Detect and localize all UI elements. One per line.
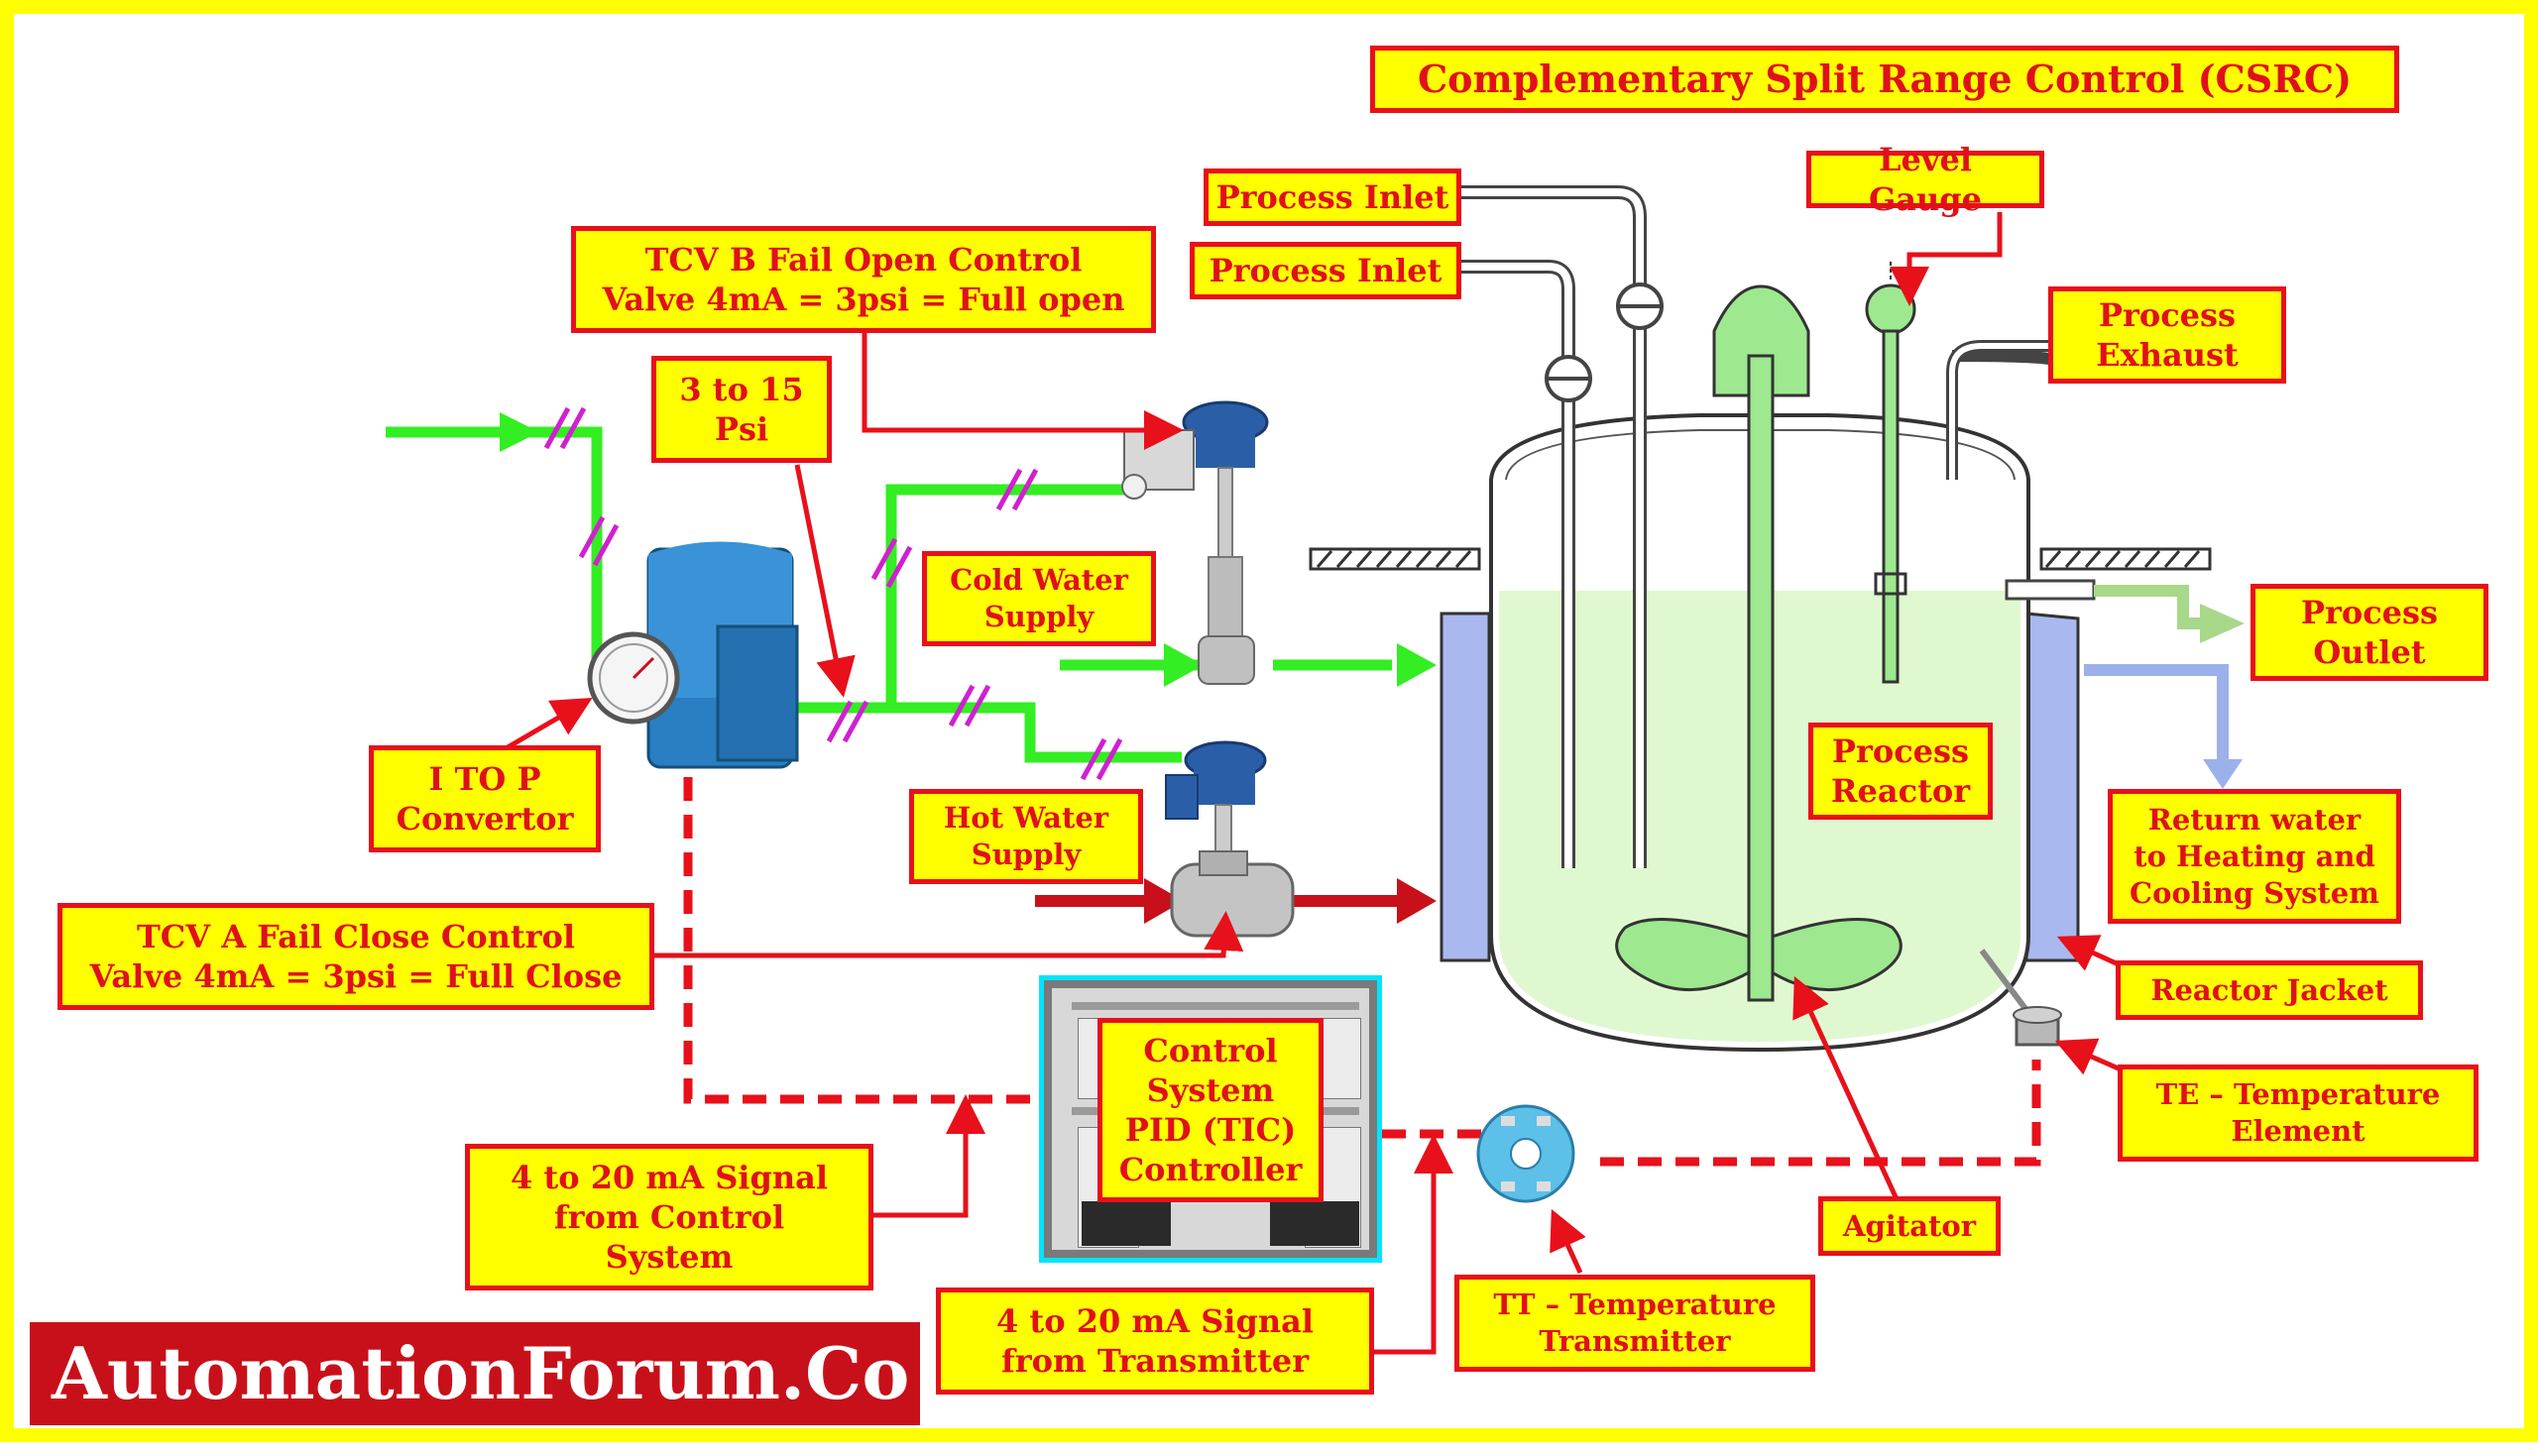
level-gauge-stem: [1882, 329, 1900, 684]
label-reactor-jacket: Reactor Jacket: [2116, 960, 2423, 1020]
agitator-motor: [1712, 284, 1810, 397]
label-signal-from-transmitter: 4 to 20 mA Signal from Transmitter: [936, 1288, 1374, 1395]
floor-hatch-right: [2039, 547, 2212, 571]
brand-watermark: AutomationForum.Co: [30, 1322, 920, 1425]
process-inlet-pipe-1-inner: [1461, 188, 1644, 868]
label-temperature-transmitter: TT – Temperature Transmitter: [1454, 1275, 1815, 1372]
label-agitator: Agitator: [1818, 1196, 2001, 1256]
process-inlet-pipe-2-inner: [1461, 263, 1572, 868]
label-tcv-b: TCV B Fail Open Control Valve 4mA = 3psi…: [571, 226, 1156, 333]
label-process-exhaust: Process Exhaust: [2048, 286, 2286, 384]
label-signal-from-control-system: 4 to 20 mA Signal from Control System: [465, 1144, 873, 1290]
i-to-p-converter-body: [587, 541, 799, 769]
cold-water-in-arrow: [1164, 643, 1204, 687]
temperature-transmitter: [1476, 1104, 1575, 1203]
process-outlet-nozzle: [2005, 579, 2096, 601]
leader-lines: [506, 212, 2123, 1355]
process-outlet-pipe: [2094, 585, 2200, 629]
tcv-a-valve: [1165, 740, 1295, 938]
floor-hatch-left: [1309, 547, 1481, 571]
label-hot-water-supply: Hot Water Supply: [909, 789, 1143, 884]
process-diagram: [386, 185, 2245, 1355]
te-probe: [1979, 949, 2029, 1012]
label-control-system: Control System PID (TIC) Controller: [1097, 1018, 1324, 1202]
control-system-panel: Control System PID (TIC) Controller: [1039, 975, 1382, 1263]
label-process-inlet-2: Process Inlet: [1190, 242, 1461, 299]
label-return-water: Return water to Heating and Cooling Syst…: [2108, 789, 2401, 924]
reactor-jacket: [1440, 612, 1491, 962]
air-supply-arrow: [500, 412, 539, 452]
pneumatic-signal-ticks: [543, 406, 1123, 781]
label-process-outlet: Process Outlet: [2250, 584, 2488, 681]
label-process-inlet-1: Process Inlet: [1204, 168, 1461, 226]
label-level-gauge: Level Gauge: [1806, 141, 2044, 218]
label-psi-range: 3 to 15 Psi: [651, 356, 832, 463]
cold-water-out-arrow: [1397, 643, 1437, 687]
label-process-reactor: Process Reactor: [1808, 723, 1993, 820]
label-cold-water-supply: Cold Water Supply: [922, 551, 1156, 646]
tcv-b-valve: [1121, 400, 1269, 685]
label-i-to-p-convertor: I TO P Convertor: [369, 745, 601, 852]
page-title: Complementary Split Range Control (CSRC): [1370, 46, 2399, 113]
label-tcv-a: TCV A Fail Close Control Valve 4mA = 3ps…: [58, 903, 654, 1010]
label-temperature-element: TE – Temperature Element: [2118, 1064, 2479, 1162]
reactor-jacket-right: [2024, 612, 2080, 962]
return-water-pipe: [2084, 664, 2229, 762]
